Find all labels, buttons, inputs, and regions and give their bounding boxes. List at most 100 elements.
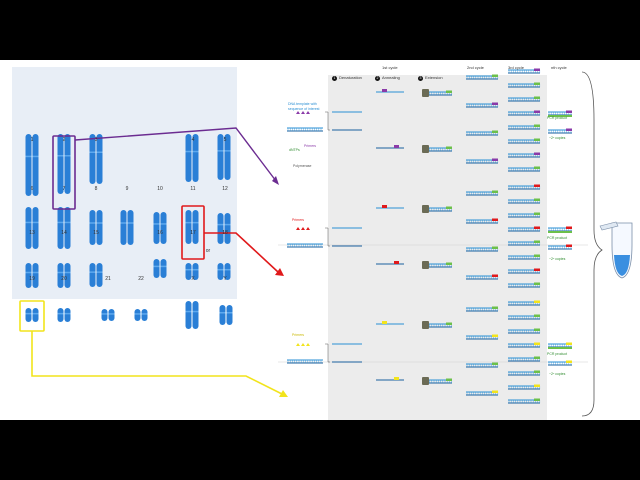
c2-red-0-primer (492, 190, 498, 193)
chromosome-7-b (64, 207, 71, 249)
chromosome-21-b (108, 309, 115, 321)
centromere-5-a (217, 150, 224, 152)
product-green-red (548, 231, 572, 233)
chrom-label-1: 1 (30, 137, 34, 143)
chromosome-11-a (185, 210, 192, 244)
c3-yellow-2-primer (534, 328, 540, 331)
centromere-18-a (217, 268, 224, 271)
step-number-3: 3 (418, 76, 423, 81)
centromere-12-b (224, 223, 231, 226)
centromere-2-a (57, 155, 64, 157)
centromere-x-a (185, 310, 192, 313)
chrom-label-20: 20 (61, 276, 67, 282)
step-label-extension: Extension (425, 75, 443, 80)
c2-red-2-primer (492, 246, 498, 249)
ext-bot-purple-primer (446, 146, 452, 149)
chrom-label-19: 19 (29, 276, 35, 282)
c3-red-3-primer (534, 226, 540, 229)
chromosome-19-a (25, 308, 32, 322)
centromere-x-b (192, 310, 199, 313)
centromere-4-b (192, 150, 199, 153)
chromosome-2-b (64, 134, 71, 194)
c3-red-5-primer (534, 254, 540, 257)
chrom-label-21: 21 (105, 276, 111, 282)
polymerase-top-yellow (422, 321, 429, 329)
pcr-karyotype-figure: 1 2 3 4 5 6 7 8 9 10 11 12 13 14 15 16 1… (0, 60, 640, 420)
bracket-1-purple (325, 111, 330, 131)
chromosome-6-b (32, 207, 39, 249)
c3-red-7-primer (534, 282, 540, 285)
chromosome-y-b (226, 305, 233, 325)
chromosome-16-a (153, 259, 160, 278)
centromere-y-a (219, 312, 226, 314)
centromere-7-b (64, 221, 71, 224)
centromere-13-a (25, 271, 32, 274)
c3-red-2-primer (534, 212, 540, 215)
chrom-label-15: 15 (93, 230, 99, 236)
centromere-16-a (153, 265, 160, 268)
centromere-19-a (25, 312, 32, 315)
chromosome-11-b (192, 210, 199, 244)
centromere-15-b (96, 271, 103, 273)
centromere-17-a (185, 268, 192, 271)
chrom-label-y: Y (223, 276, 227, 282)
c3-yellow-0-primer (534, 300, 540, 303)
chrom-label-13: 13 (29, 230, 35, 236)
polymerase-bot-purple (422, 145, 429, 153)
anneal-primer-bot-yellow (394, 377, 399, 380)
centromere-9-a (120, 222, 127, 224)
c3-purple-6-primer (534, 152, 540, 155)
pcr-product-label-red: PCR product (547, 236, 568, 240)
c3-red-6-primer (534, 268, 540, 271)
centromere-1-a (25, 155, 32, 158)
chrom-label-2: 2 (62, 137, 66, 143)
c3-purple-0-primer (534, 68, 540, 71)
c3-yellow-4-primer (534, 356, 540, 359)
primer-blob-red (296, 227, 300, 230)
c3-yellow-7-primer (534, 398, 540, 401)
chromosome-15-b (96, 263, 103, 287)
pcr-product-label-yellow: PCR product (547, 352, 568, 356)
chromosome-6-a (25, 207, 32, 249)
arrow-purple (74, 127, 277, 182)
centromere-2-b (64, 155, 71, 157)
chromosome-14-a (57, 263, 64, 288)
chromosome-20-b (64, 308, 71, 322)
karyotype-panel (12, 67, 237, 299)
copies-label-red: ~2ⁿ copies (549, 257, 566, 261)
primer-blob-red (301, 227, 305, 230)
centromere-18-b (224, 268, 231, 271)
c2-red-3-primer (492, 274, 498, 277)
bracket-1-yellow (325, 343, 330, 363)
ext-top-red-primer (446, 206, 452, 209)
centromere-5-b (224, 150, 231, 152)
c3-red-1-primer (534, 198, 540, 201)
chromosome-12-a (217, 213, 224, 244)
polymerase-label: Polymerase (293, 164, 312, 168)
header-nth-cycle: nth cycle (551, 65, 567, 70)
primer-blob-purple (306, 111, 310, 114)
c3-yellow-6-primer (534, 384, 540, 387)
c3-yellow-3-primer (534, 342, 540, 345)
centromere-1-b (32, 155, 39, 158)
header-1st-cycle: 1st cycle (382, 65, 398, 70)
chrom-label-11: 11 (190, 186, 196, 192)
primers-label-yellow: Primers (292, 333, 305, 337)
centromere-7-a (57, 221, 64, 224)
primer-blob-yellow (301, 343, 305, 346)
chrom-label-7: 7 (62, 186, 66, 192)
centromere-14-a (57, 271, 64, 274)
chromosome-20-a (57, 308, 64, 322)
product2-purple-primer (566, 128, 572, 131)
centromere-9-b (127, 222, 134, 224)
chromosome-22-a (134, 309, 141, 321)
centromere-14-b (64, 271, 71, 274)
centromere-3-b (96, 151, 103, 153)
chrom-label-9: 9 (125, 186, 129, 192)
c2-yellow-2-primer (492, 362, 498, 365)
chromosome-12-b (224, 213, 231, 244)
ext-bot-yellow-primer (446, 378, 452, 381)
chromosome-5-b (224, 134, 231, 180)
centromere-22-a (134, 313, 141, 315)
